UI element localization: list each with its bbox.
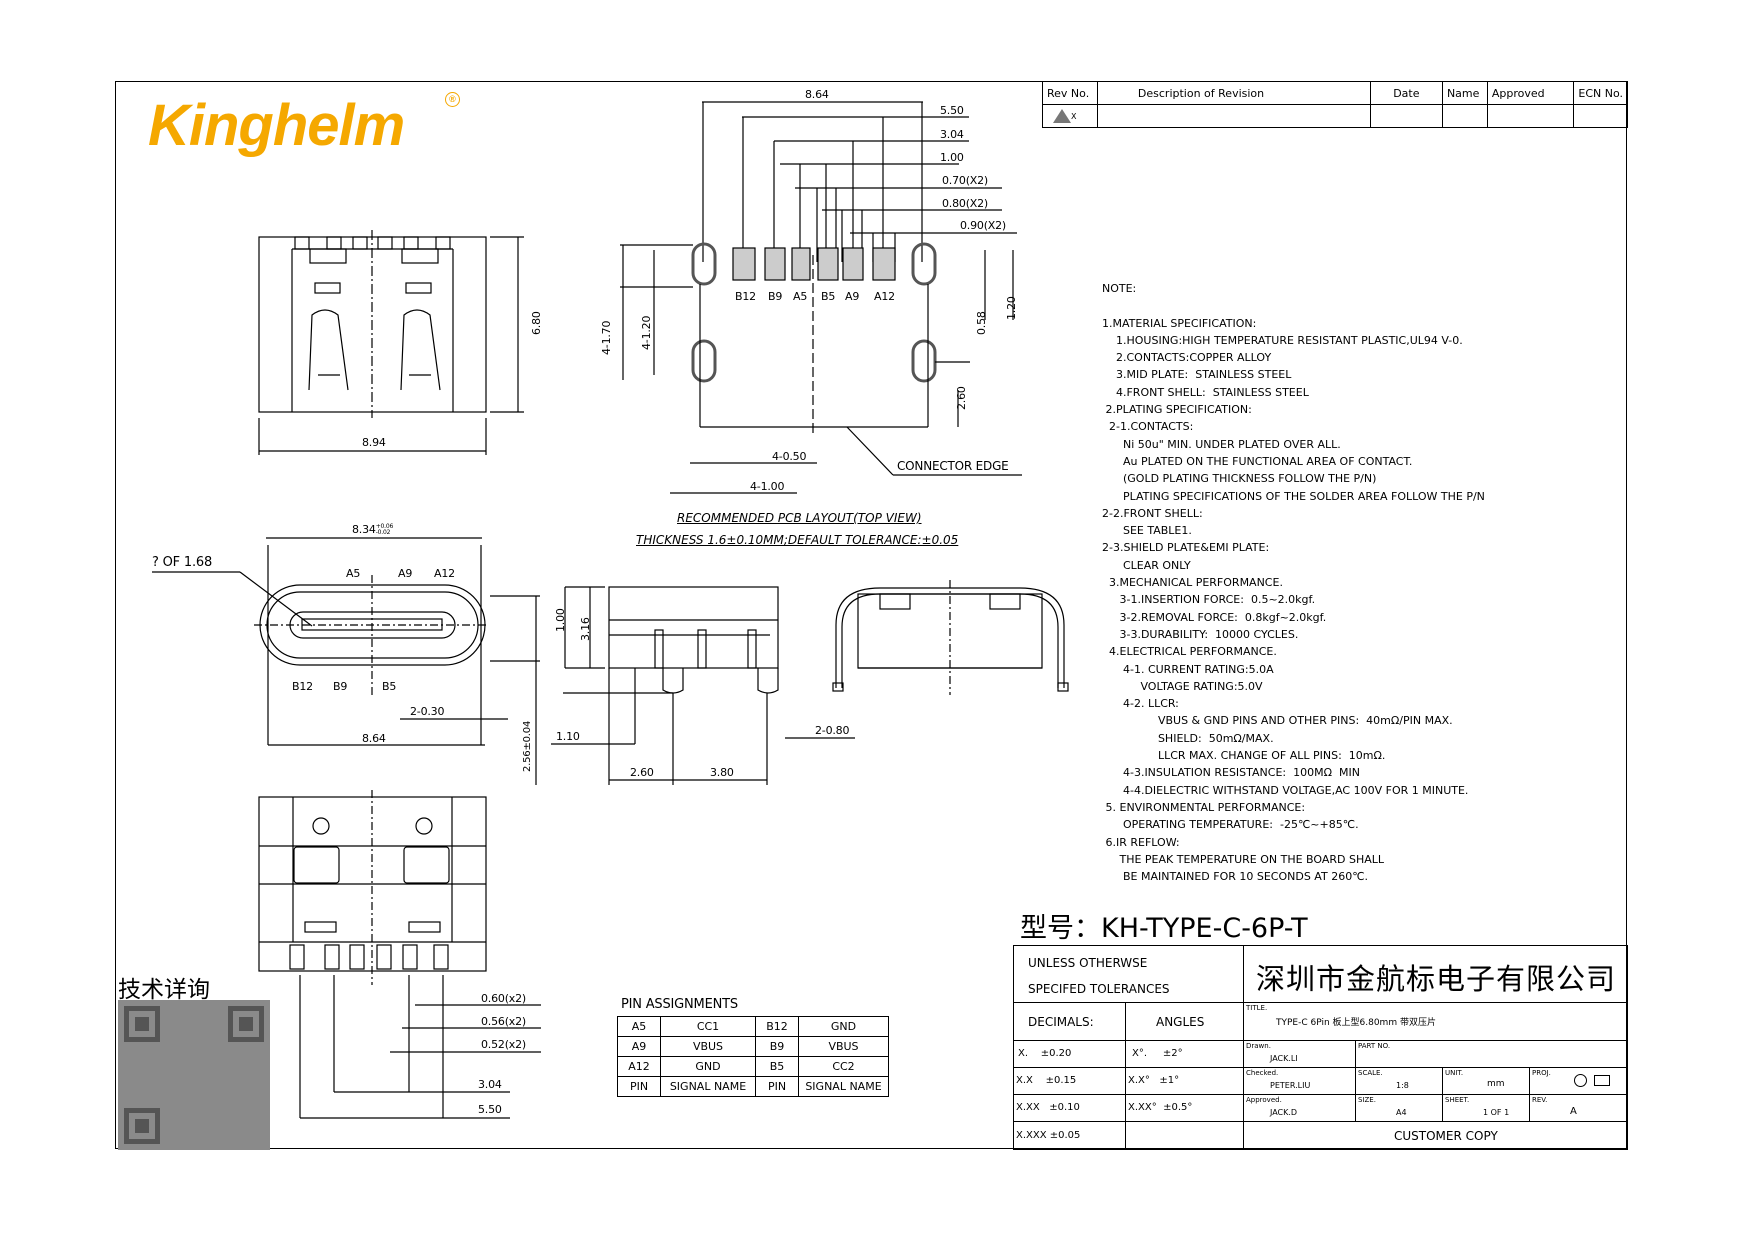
pcb-layout-subcaption: THICKNESS 1.6±0.10MM;DEFAULT TOLERANCE:±… xyxy=(636,533,959,547)
pin-assignments-title: PIN ASSIGNMENTS xyxy=(621,997,738,1012)
side-dim-1.10: 1.10 xyxy=(556,730,580,743)
front-span-dim: 8.64 xyxy=(362,732,386,745)
rev-no-cell: X xyxy=(1042,104,1098,128)
unit-cell: UNIT.mm xyxy=(1443,1068,1530,1095)
rev-no-header: Rev No. xyxy=(1042,81,1098,105)
part-no-cell: PART NO. xyxy=(1356,1041,1628,1068)
drawing-title: TYPE-C 6Pin 板上型6.80mm 带双压片 xyxy=(1276,1018,1436,1028)
qr-label: 技术详询 xyxy=(118,977,210,1003)
approved-cell: Approved.JACK.D xyxy=(1244,1095,1356,1122)
revision-triangle-icon xyxy=(1053,109,1071,123)
revision-header-row: Rev No. Description of Revision Date Nam… xyxy=(1042,81,1628,105)
pcb-dim-4-1.70: 4-1.70 xyxy=(600,320,613,355)
projection-symbol-icon xyxy=(1574,1074,1587,1087)
top-view-height-dim: 6.80 xyxy=(530,311,543,335)
bottom-dim-5.50: 5.50 xyxy=(478,1103,502,1116)
kinghelm-logo: Kinghelm xyxy=(148,93,405,158)
pcb-layout-caption: RECOMMENDED PCB LAYOUT(TOP VIEW) xyxy=(677,511,922,525)
front-pin-a12: A12 xyxy=(434,567,455,580)
sheet-cell: SHEET.1 OF 1 xyxy=(1443,1095,1530,1122)
front-leg-dim: 2-0.30 xyxy=(410,705,445,718)
projection-cell: PROJ. xyxy=(1530,1068,1628,1095)
size-cell: SIZE.A4 xyxy=(1356,1095,1443,1122)
pcb-dim-2.60: 2.60 xyxy=(955,386,968,410)
title-block: UNLESS OTHERWSE SPECIFED TOLERANCES 深圳市金… xyxy=(1013,945,1628,1150)
pcb-dim-8.64: 8.64 xyxy=(805,88,829,101)
side-dim-2.60: 2.60 xyxy=(630,766,654,779)
pcb-dim-1.20: 1.20 xyxy=(1005,296,1018,320)
bottom-dim-0.56: 0.56(x2) xyxy=(481,1015,526,1028)
pcb-layout-drawing xyxy=(620,101,1022,494)
bottom-dim-0.52: 0.52(x2) xyxy=(481,1038,526,1051)
approved-header: Approved xyxy=(1486,81,1575,105)
bottom-view-drawing xyxy=(258,790,541,1119)
pcb-dim-1.00: 1.00 xyxy=(940,151,964,164)
front-view-width-dim: 8.34+0.06-0.02 xyxy=(352,523,394,536)
bottom-dim-3.04: 3.04 xyxy=(478,1078,502,1091)
projection-cone-icon xyxy=(1594,1075,1610,1086)
side-dim-1.00: 1.00 xyxy=(554,608,567,632)
company-name: 深圳市金航标电子有限公司 xyxy=(1256,962,1617,996)
pcb-dim-5.50: 5.50 xyxy=(940,104,964,117)
scale-cell: SCALE.1:8 xyxy=(1356,1068,1443,1095)
date-header: Date xyxy=(1369,81,1443,105)
checked-cell: Checked.PETER.LIU xyxy=(1244,1068,1356,1095)
pcb-dim-3.04: 3.04 xyxy=(940,128,964,141)
front-pin-b12: B12 xyxy=(292,680,313,693)
ecn-header: ECN No. xyxy=(1573,81,1628,105)
revision-row: X xyxy=(1042,104,1628,128)
model-title: 型号：KH-TYPE-C-6P-T xyxy=(1020,913,1308,944)
side-dim-3.80: 3.80 xyxy=(710,766,734,779)
name-header: Name xyxy=(1441,81,1488,105)
pad-label-a5: A5 xyxy=(793,290,808,303)
front-view-drawing xyxy=(152,537,540,785)
technical-notes: NOTE: 1.MATERIAL SPECIFICATION: 1.HOUSIN… xyxy=(1102,282,1485,884)
drawn-cell: Drawn.JACK.LI xyxy=(1244,1041,1356,1068)
front-pin-b9: B9 xyxy=(333,680,348,693)
pcb-dim-0.70: 0.70(X2) xyxy=(942,174,989,187)
customer-copy-label: CUSTOMER COPY xyxy=(1394,1129,1498,1143)
top-view-drawing xyxy=(258,230,524,455)
pcb-dim-4-0.50: 4-0.50 xyxy=(772,450,807,463)
company-cell: 深圳市金航标电子有限公司 xyxy=(1244,946,1628,1003)
pad-label-a12: A12 xyxy=(874,290,895,303)
pcb-dim-0.80: 0.80(X2) xyxy=(942,197,989,210)
rear-view-drawing xyxy=(832,580,1069,695)
rev-cell: REV.A xyxy=(1530,1095,1628,1122)
front-height-dim: 2.56±0.04 xyxy=(522,720,533,772)
pad-label-a9: A9 xyxy=(845,290,860,303)
side-dim-3.16: 3.16 xyxy=(579,617,592,641)
qr-code[interactable] xyxy=(118,1000,270,1150)
front-pin-a5: A5 xyxy=(346,567,361,580)
top-view-width-dim: 8.94 xyxy=(362,436,386,449)
pad-label-b5: B5 xyxy=(821,290,836,303)
front-pin-b5: B5 xyxy=(382,680,397,693)
revision-table: Rev No. Description of Revision Date Nam… xyxy=(1042,81,1628,128)
pcb-dim-0.90: 0.90(X2) xyxy=(960,219,1007,232)
registered-mark-icon: ® xyxy=(445,92,460,107)
pcb-dim-4-1.00: 4-1.00 xyxy=(750,480,785,493)
bottom-dim-0.60: 0.60(x2) xyxy=(481,992,526,1005)
pcb-dim-4-1.20: 4-1.20 xyxy=(640,315,653,350)
title-cell: TITLE. TYPE-C 6Pin 板上型6.80mm 带双压片 xyxy=(1244,1003,1628,1041)
decimals-label: DECIMALS: xyxy=(1028,1015,1094,1029)
drawing-frame xyxy=(115,81,1627,1149)
radius-note: ? OF 1.68 xyxy=(152,555,213,570)
pad-label-b12: B12 xyxy=(735,290,756,303)
front-pin-a9: A9 xyxy=(398,567,413,580)
pad-label-b9: B9 xyxy=(768,290,783,303)
tolerance-heading: UNLESS OTHERWSE SPECIFED TOLERANCES xyxy=(1014,946,1244,1003)
side-dim-2-0.80: 2-0.80 xyxy=(815,724,850,737)
angles-label: ANGLES xyxy=(1156,1015,1205,1029)
pcb-dim-0.58: 0.58 xyxy=(975,311,988,335)
side-view-drawing xyxy=(551,586,855,785)
connector-edge-label: CONNECTOR EDGE xyxy=(897,459,1009,473)
